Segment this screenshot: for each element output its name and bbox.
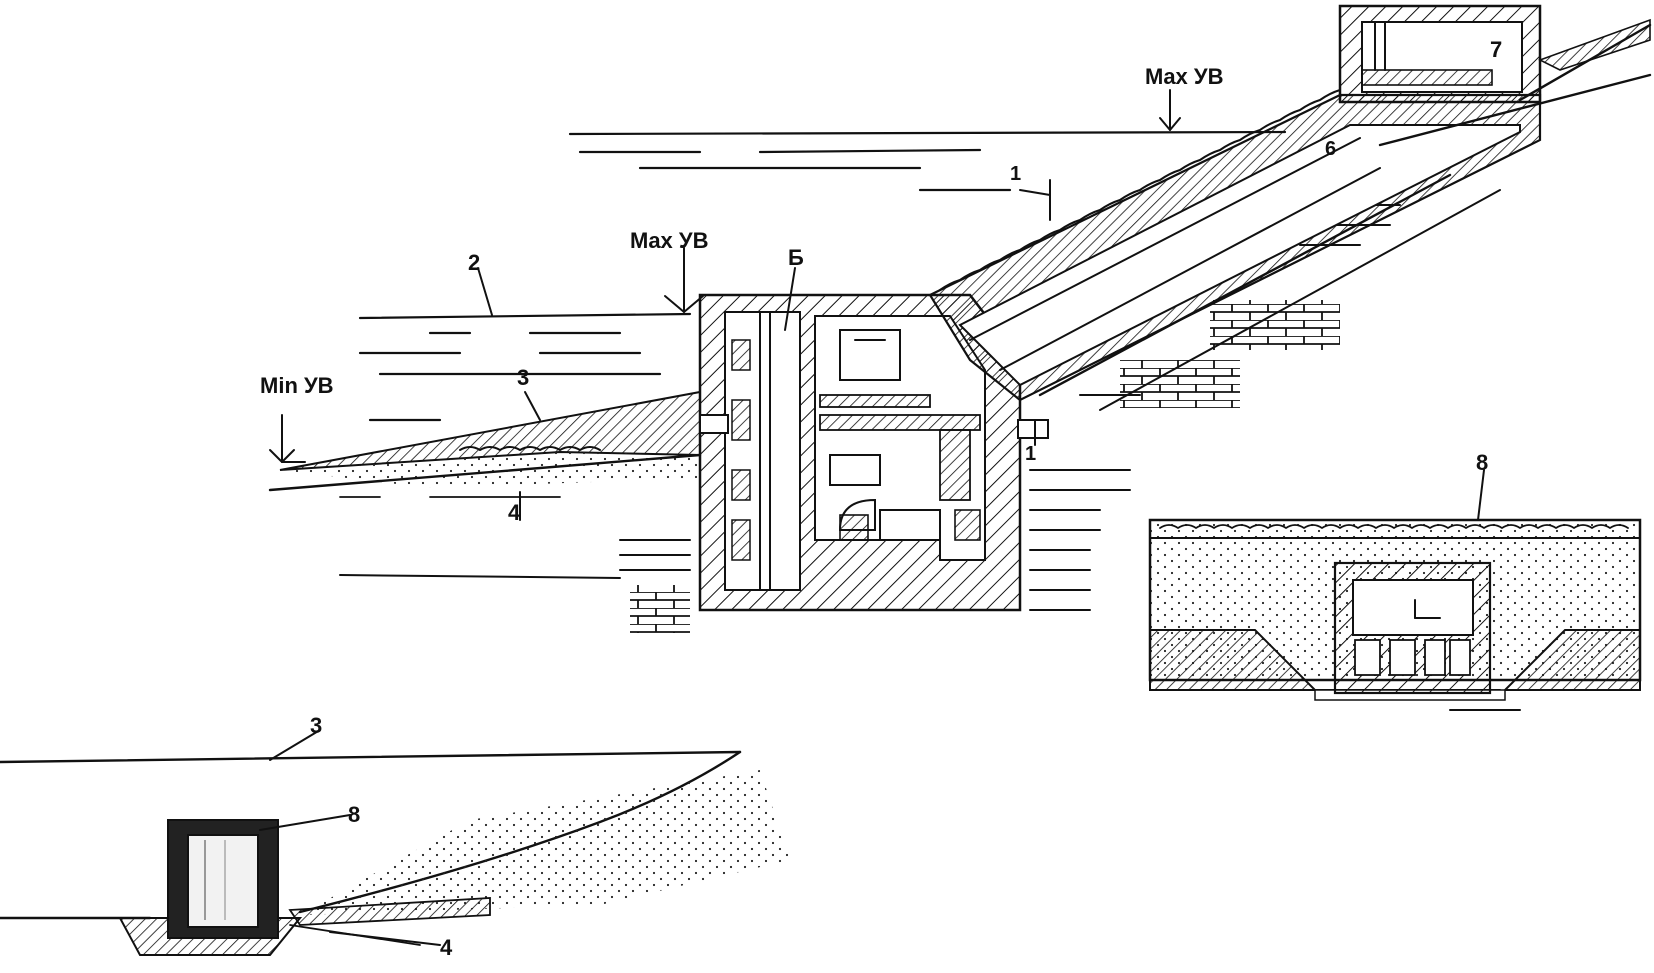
intake-chamber bbox=[698, 293, 1049, 612]
label-number-1-right: 1 bbox=[1025, 443, 1036, 465]
label-number-8-section: 8 bbox=[1476, 450, 1488, 475]
pipe-burial-detail bbox=[0, 750, 790, 956]
label-number-3-slope: 3 bbox=[517, 365, 529, 390]
brick-masonry-left bbox=[630, 585, 690, 633]
label-number-4-main: 4 bbox=[508, 500, 521, 525]
label-max-level-top: Max УВ bbox=[1145, 64, 1223, 89]
label-number-3-detail: 3 bbox=[310, 713, 322, 738]
label-max-level-left: Max УВ bbox=[630, 228, 708, 253]
label-number-8-detail: 8 bbox=[348, 802, 360, 827]
label-number-1-top: 1 bbox=[1010, 163, 1021, 185]
label-number-7: 7 bbox=[1490, 37, 1502, 62]
label-number-4-detail: 4 bbox=[440, 935, 453, 960]
left-water-surface bbox=[358, 312, 692, 422]
label-number-5: Б bbox=[788, 245, 804, 270]
upper-water-surface bbox=[568, 130, 1287, 192]
cross-section-detail bbox=[1148, 518, 1642, 701]
leader-lines bbox=[259, 89, 1485, 946]
label-min-level: Min УВ bbox=[260, 373, 334, 398]
label-number-6: 6 bbox=[1325, 138, 1336, 160]
pump-house bbox=[1338, 4, 1542, 104]
brick-masonry-middle bbox=[1120, 360, 1240, 408]
label-number-2: 2 bbox=[468, 250, 480, 275]
brick-masonry-right bbox=[1210, 300, 1340, 350]
inclined-gallery bbox=[928, 18, 1652, 411]
left-embankment bbox=[268, 390, 702, 498]
